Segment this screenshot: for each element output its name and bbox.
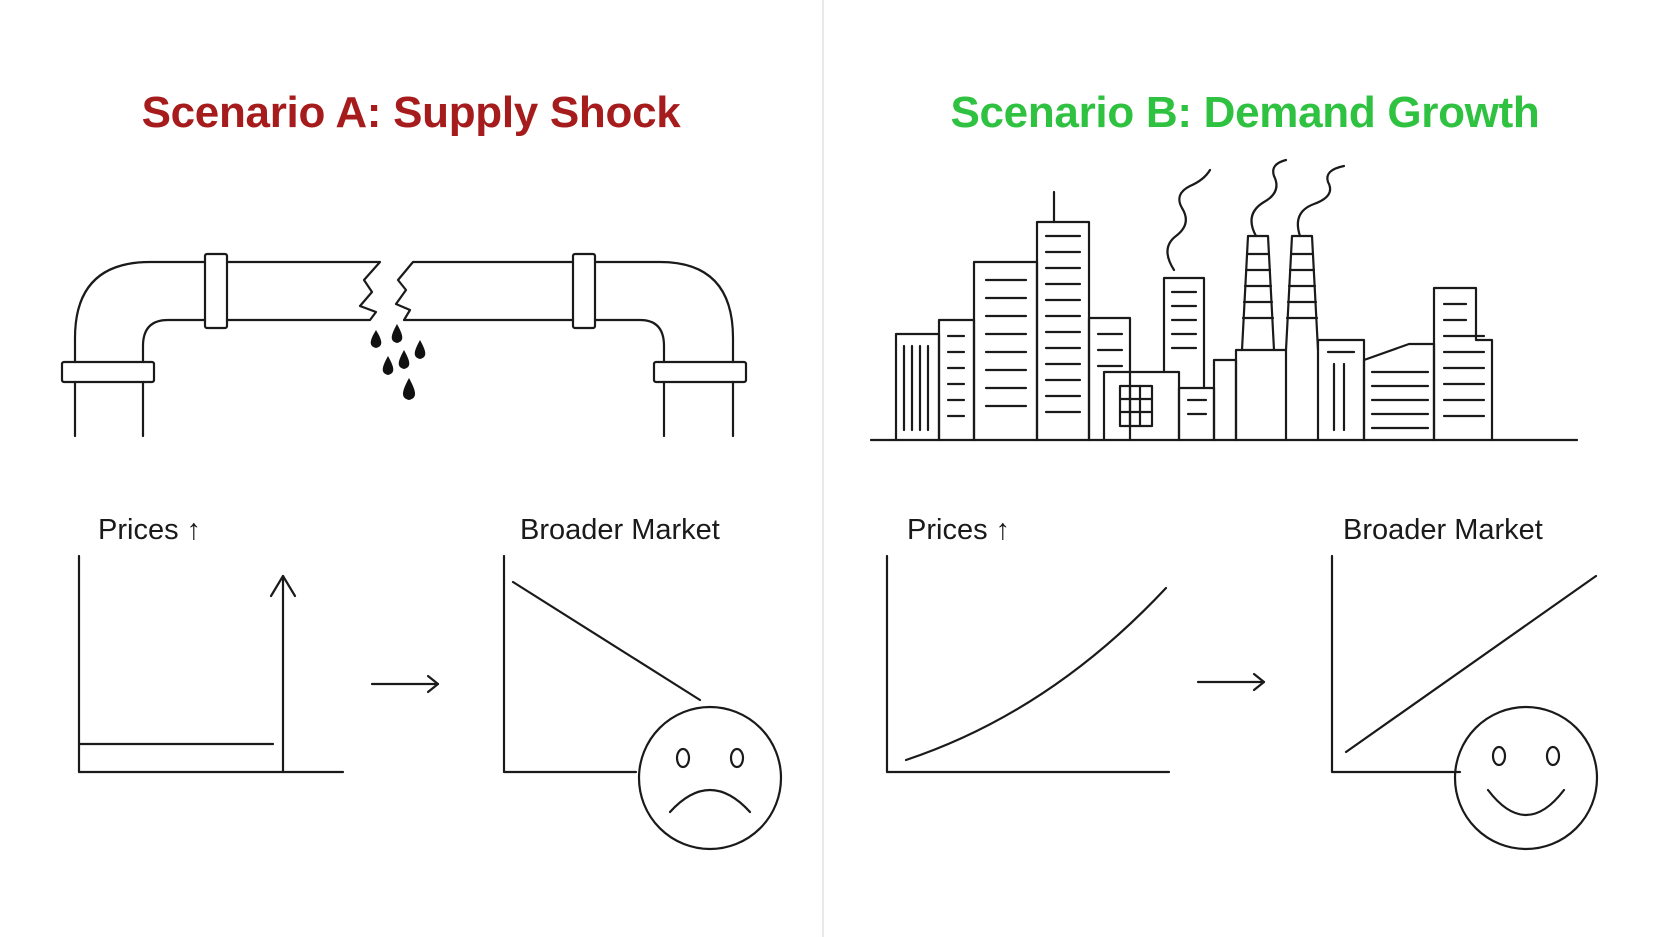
prices-chart [77,554,345,774]
city-skyline-icon [869,158,1579,442]
oil-drops-icon [370,324,426,400]
prices-label: Prices ↑ [907,514,1011,546]
scenario-a-title: Scenario A: Supply Shock [141,88,681,137]
scenario-b-title: Scenario B: Demand Growth [950,88,1540,137]
broader-market-label: Broader Market [1343,514,1543,546]
prices-chart [885,554,1171,774]
sad-face-icon [637,705,783,851]
broader-market-chart [502,554,702,774]
happy-face-icon [1453,705,1599,851]
prices-label: Prices ↑ [98,514,202,546]
scenario-b-panel: Scenario B: Demand Growth [824,0,1666,937]
broader-market-chart [1330,554,1598,774]
right-arrow-icon [370,674,440,694]
scenario-a-illustration [60,252,783,851]
scenario-a-panel: Scenario A: Supply Shock [0,0,822,937]
broken-pipe-icon [60,252,748,438]
scenario-b-illustration [869,158,1599,851]
broader-market-label: Broader Market [520,514,720,546]
panel-divider [822,0,824,937]
right-arrow-icon [1196,672,1266,692]
